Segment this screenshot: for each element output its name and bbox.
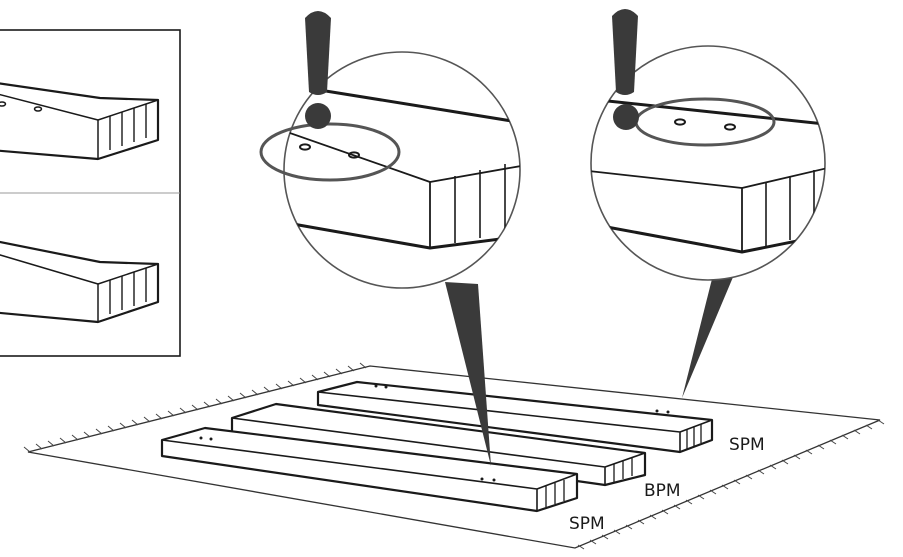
inset-panels bbox=[0, 29, 181, 357]
highlight-ring-left bbox=[259, 122, 401, 182]
warning-icon bbox=[612, 9, 639, 130]
label-plank-back: SPM bbox=[729, 435, 765, 455]
inset-top-plank bbox=[0, 82, 160, 161]
plank-back bbox=[316, 380, 714, 454]
callout-pointer-left bbox=[445, 282, 491, 466]
label-plank-middle: BPM bbox=[644, 481, 681, 501]
callout-pointer-right bbox=[682, 270, 736, 398]
label-plank-front: SPM bbox=[569, 514, 605, 534]
callout-holes-near-top-edge bbox=[259, 11, 521, 466]
rug-fringe bbox=[23, 362, 885, 550]
plank-front bbox=[160, 426, 579, 513]
inset-bottom-plank bbox=[0, 240, 160, 324]
callout-circle-left bbox=[283, 51, 521, 289]
warning-icon bbox=[305, 11, 331, 129]
callout-holes-on-top-face bbox=[590, 9, 826, 398]
